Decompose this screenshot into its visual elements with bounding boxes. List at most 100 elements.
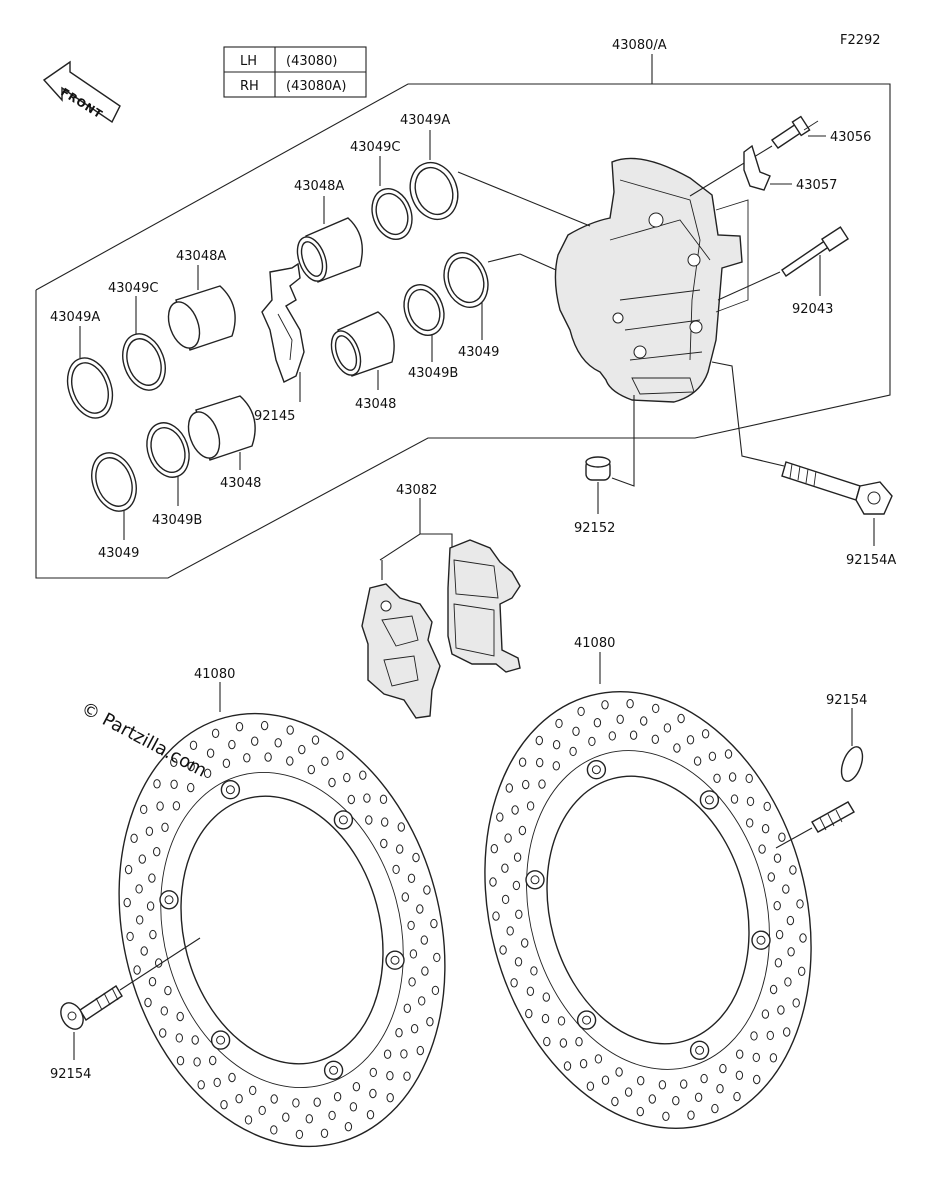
drill-hole bbox=[588, 736, 596, 747]
drill-hole bbox=[244, 1115, 253, 1125]
drill-hole bbox=[518, 757, 527, 767]
brake-disc-right bbox=[484, 691, 812, 1129]
disc-boss-hole bbox=[704, 795, 714, 805]
seal-c-right bbox=[371, 188, 413, 240]
drill-hole bbox=[541, 1013, 550, 1024]
seal-a-left bbox=[66, 357, 114, 419]
drill-hole bbox=[235, 722, 244, 732]
drill-hole bbox=[766, 1030, 774, 1041]
callout-pin: 92043 bbox=[792, 302, 833, 317]
drill-hole bbox=[433, 952, 441, 963]
drill-hole bbox=[636, 1106, 644, 1117]
drill-hole bbox=[784, 977, 792, 987]
drill-hole bbox=[431, 985, 440, 996]
drill-hole bbox=[773, 901, 781, 911]
drill-hole bbox=[496, 812, 504, 822]
seal-b-left bbox=[146, 422, 190, 478]
seal-left bbox=[91, 452, 137, 512]
drill-hole bbox=[140, 804, 148, 815]
callout-seal-b-left: 43049B bbox=[152, 513, 202, 528]
drill-hole bbox=[401, 892, 409, 902]
drill-hole bbox=[769, 984, 778, 995]
side-table: LH (43080) RH (43080A) bbox=[223, 46, 367, 98]
drill-hole bbox=[774, 958, 783, 968]
drill-hole bbox=[514, 957, 523, 967]
drill-hole bbox=[148, 977, 157, 987]
drill-hole bbox=[521, 938, 529, 948]
drill-hole bbox=[577, 706, 585, 717]
drill-hole bbox=[161, 822, 169, 832]
drill-hole bbox=[228, 739, 236, 750]
drill-hole bbox=[430, 918, 438, 929]
drill-hole bbox=[365, 815, 373, 825]
drill-hole bbox=[172, 801, 181, 811]
drill-hole bbox=[579, 1059, 588, 1069]
drill-hole bbox=[286, 756, 294, 766]
side-lh: LH bbox=[240, 54, 257, 69]
drill-hole bbox=[311, 735, 320, 745]
callout-bolt-left: 92154 bbox=[50, 1067, 91, 1082]
drill-hole bbox=[536, 757, 544, 768]
drill-hole bbox=[658, 1080, 667, 1090]
drill-hole bbox=[616, 714, 624, 724]
drill-hole bbox=[136, 915, 144, 925]
disc-boss-hole bbox=[756, 935, 766, 945]
side-rh: RH bbox=[240, 79, 259, 94]
drill-hole bbox=[787, 947, 795, 957]
drill-hole bbox=[170, 779, 178, 789]
drill-hole bbox=[423, 885, 431, 895]
drill-hole bbox=[763, 801, 771, 812]
drill-hole bbox=[745, 773, 753, 784]
drill-hole bbox=[421, 966, 429, 976]
disc-boss-hole bbox=[338, 815, 348, 825]
drill-hole bbox=[274, 738, 282, 748]
drill-hole bbox=[135, 884, 143, 894]
drill-hole bbox=[515, 909, 523, 919]
drill-hole bbox=[719, 1063, 727, 1074]
drill-hole bbox=[752, 1052, 760, 1063]
drill-hole bbox=[420, 935, 428, 945]
callout-caliper-assy: 43080/A bbox=[612, 38, 667, 53]
seal-b-right bbox=[403, 284, 445, 336]
drill-hole bbox=[407, 873, 416, 883]
drill-hole bbox=[170, 757, 178, 767]
drill-hole bbox=[235, 1094, 243, 1104]
drill-hole bbox=[396, 844, 404, 854]
drill-hole bbox=[673, 743, 681, 753]
callout-disc-right: 41080 bbox=[574, 636, 615, 651]
drill-hole bbox=[156, 801, 164, 811]
callout-seal-left: 43049 bbox=[98, 546, 139, 561]
drill-hole bbox=[557, 1016, 566, 1026]
drill-hole bbox=[506, 926, 514, 936]
callout-bleeder-cap: 43057 bbox=[796, 178, 837, 193]
drill-hole bbox=[403, 1003, 411, 1013]
drill-hole bbox=[782, 884, 790, 894]
drill-hole bbox=[499, 945, 507, 955]
drill-hole bbox=[490, 844, 498, 854]
drill-hole bbox=[159, 1028, 167, 1038]
disc-bolt-left bbox=[60, 985, 123, 1030]
drill-hole bbox=[270, 1094, 278, 1104]
drill-hole bbox=[249, 1085, 257, 1096]
drill-hole bbox=[206, 748, 215, 758]
drill-hole bbox=[492, 911, 500, 921]
drill-hole bbox=[386, 1071, 394, 1081]
callout-seal-c-right: 43049C bbox=[350, 140, 400, 155]
drill-hole bbox=[347, 794, 355, 805]
callout-bleeder: 43056 bbox=[830, 130, 871, 145]
drill-hole bbox=[187, 782, 195, 793]
drill-hole bbox=[286, 725, 294, 735]
piston-a-left bbox=[167, 285, 236, 351]
drill-hole bbox=[412, 852, 420, 863]
pad-spring bbox=[261, 262, 305, 383]
drill-hole bbox=[504, 833, 512, 843]
drill-hole bbox=[298, 744, 306, 755]
drill-hole bbox=[761, 824, 770, 834]
drill-hole bbox=[295, 1129, 304, 1140]
drill-hole bbox=[416, 904, 424, 914]
callout-bushing: 92152 bbox=[574, 521, 615, 536]
callout-bolt-a: 92154A bbox=[846, 553, 896, 568]
brake-caliper bbox=[554, 157, 749, 403]
drill-hole bbox=[209, 1055, 217, 1066]
